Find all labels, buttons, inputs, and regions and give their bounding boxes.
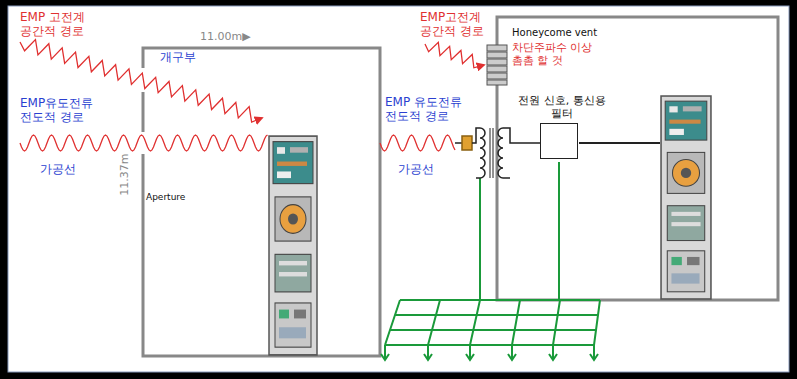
- ground-grid: [381, 162, 600, 360]
- equipment-cabinet: [661, 96, 711, 299]
- label-text: 가공선: [40, 162, 76, 176]
- label-text: 차단주파수 이상 촘촘 할 것: [512, 41, 610, 67]
- label-text: EMP 유도전류 전도적 경로: [385, 95, 477, 124]
- label-text: 개구부: [160, 50, 196, 64]
- emp-wave: [380, 135, 455, 151]
- honeycomb-vent: [487, 45, 507, 85]
- label-text: 가공선: [398, 162, 434, 176]
- left-room-walls: [143, 48, 380, 356]
- emp-wave: [20, 135, 268, 151]
- filter-node: 전원 신호, 통신용 필터: [515, 94, 609, 159]
- label-text: Aperture: [146, 192, 185, 203]
- label-text: 11.00m▶: [200, 30, 251, 43]
- label-text: EMP고전계 공간적 경로: [420, 10, 496, 39]
- panel-ground: [8, 6, 789, 372]
- label-text: EMP유도전류 전도적 경로: [20, 96, 112, 125]
- transformer-symbol: [455, 128, 540, 178]
- label-text: Honeycome vent: [512, 27, 597, 39]
- label-text: EMP 고전계 공간적 경로: [20, 10, 100, 39]
- right-room-walls: [497, 17, 778, 300]
- filter-box: [540, 123, 578, 159]
- filter-label: 전원 신호, 통신용 필터: [515, 94, 609, 120]
- emp-wave: [425, 42, 484, 67]
- label-text: 11.37m: [118, 153, 131, 195]
- equipment-cabinet: [269, 136, 317, 355]
- filter-to-equipment-wire: [579, 142, 660, 144]
